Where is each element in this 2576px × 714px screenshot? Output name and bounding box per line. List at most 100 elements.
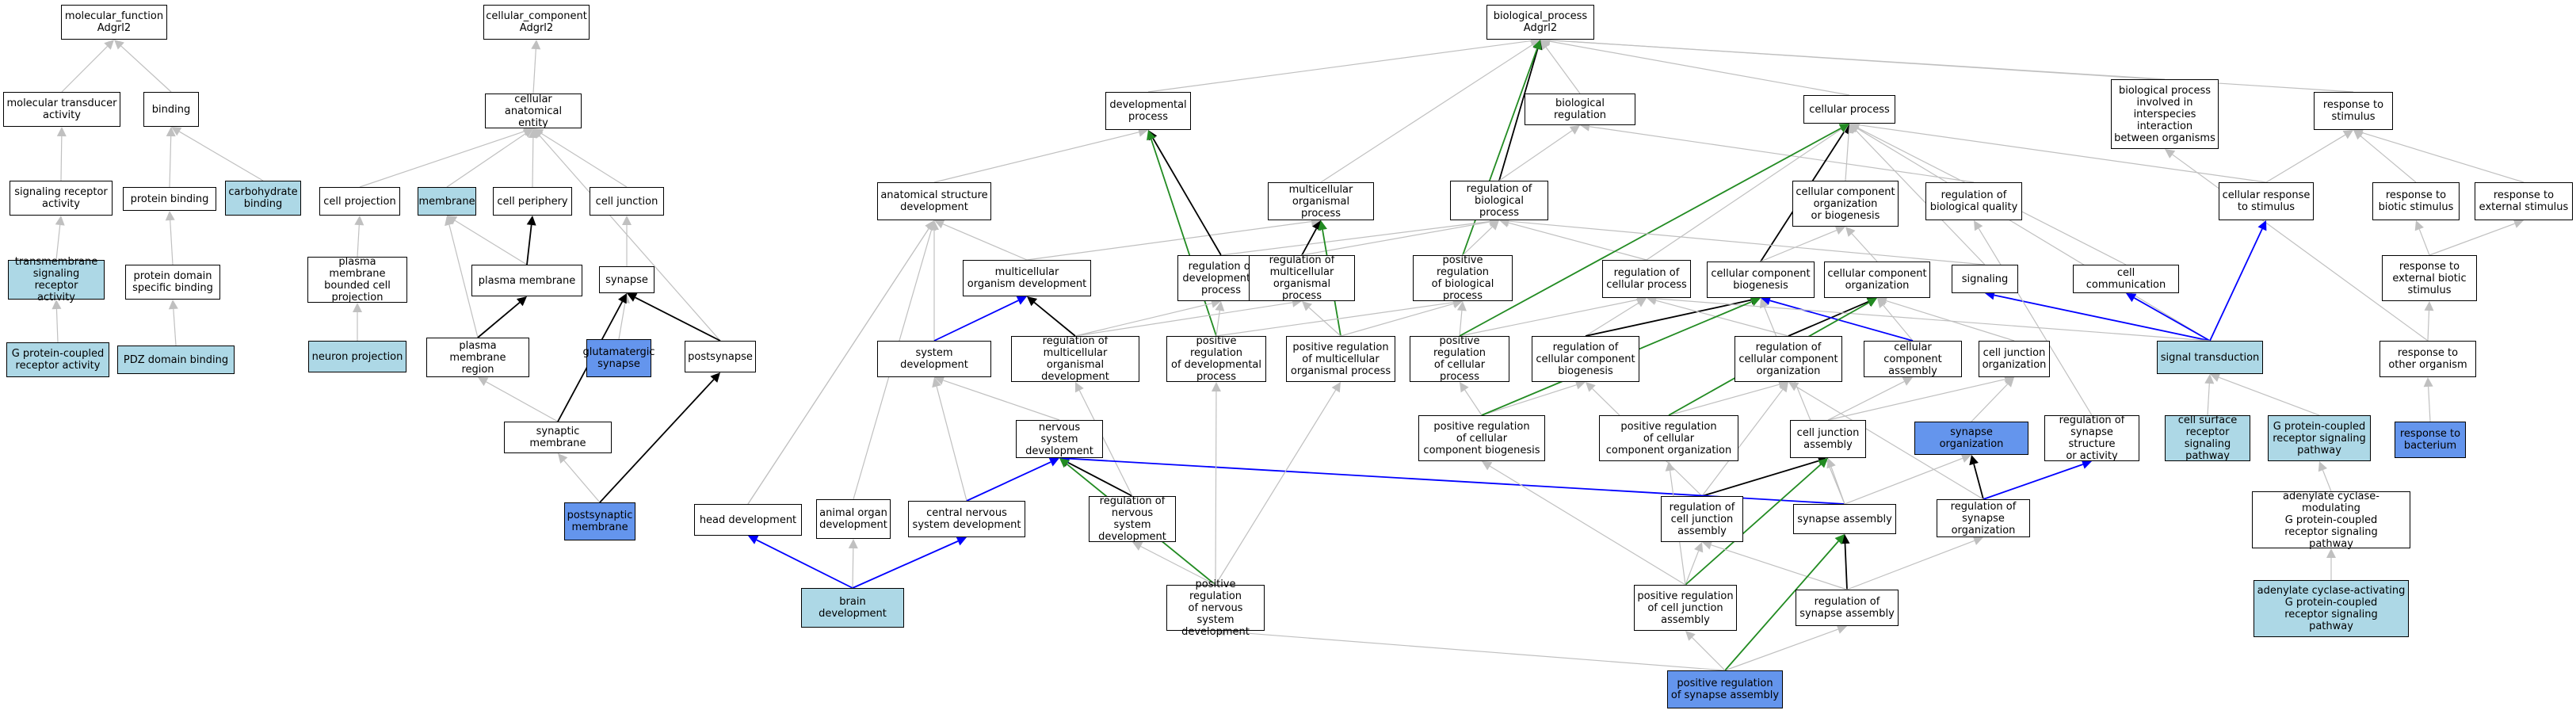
node-pos-reg-multicell-process[interactable]: positive regulation of multicellular org… [1286,336,1395,382]
arrowhead-pos_reg_multicell_process-to-reg_multicell_process [1302,301,1312,311]
node-pm-region[interactable]: plasma membrane region [426,338,529,377]
node-pos-reg-cc-organization[interactable]: positive regulation of cellular componen… [1599,415,1738,461]
node-anat-struct-dev[interactable]: anatomical structure development [877,182,991,220]
node-pm-bounded-proj[interactable]: plasma membrane bounded cell projection [307,256,407,304]
node-reg-synapse-struct[interactable]: regulation of synapse structure or activ… [2044,414,2139,462]
node-binding[interactable]: binding [143,92,199,127]
edge-response_stimulus-to-bp_root [1549,40,2354,93]
node-cellular-process[interactable]: cellular process [1803,95,1895,124]
node-response-stimulus[interactable]: response to stimulus [2314,92,2393,130]
node-reg-cc-organization[interactable]: regulation of cellular component organiz… [1735,336,1842,382]
node-cell-projection[interactable]: cell projection [319,187,400,216]
arrowhead-reg_cc_biogenesis-to-reg_cellular_process [1635,298,1647,307]
node-bio-regulation[interactable]: biological regulation [1525,94,1635,125]
node-multicell-org-dev[interactable]: multicellular organism development [963,260,1091,296]
node-adenylate-act-gpcr[interactable]: adenylate cyclase-activating G protein-c… [2254,580,2409,637]
node-reg-synapse-assembly[interactable]: regulation of synapse assembly [1796,590,1899,626]
edge-cc_assembly-to-cc_biogenesis [1769,300,1914,342]
node-nervous-system-dev[interactable]: nervous system development [1016,420,1103,458]
edge-mol_transducer-to-mf_root [61,46,108,93]
node-cell-periphery[interactable]: cell periphery [493,187,572,216]
node-plasma-membrane[interactable]: plasma membrane [471,265,582,296]
arrowhead-pos_reg_synapse_assembly-to-pos_reg_cell_junction_assembly [1685,631,1696,641]
node-reg-cc-biogenesis[interactable]: regulation of cellular component biogene… [1532,336,1639,382]
node-pos-reg-cell-junction-assembly[interactable]: positive regulation of cell junction ass… [1634,585,1737,631]
node-adenylate-mod-gpcr[interactable]: adenylate cyclase-modulating G protein-c… [2252,491,2410,550]
node-bp-interspecies[interactable]: biological process involved in interspec… [2111,79,2219,149]
node-multicell-org-process[interactable]: multicellular organismal process [1268,182,1374,220]
node-gpcr-activity[interactable]: G protein-coupled receptor activity [6,342,109,377]
node-cell-junction[interactable]: cell junction [590,187,664,216]
node-reg-multicell-process[interactable]: regulation of multicellular organismal p… [1249,254,1355,302]
node-protein-binding[interactable]: protein binding [123,187,216,211]
edge-pm_region-to-plasma_membrane [477,302,521,338]
node-pos-reg-bio-process[interactable]: positive regulation of biological proces… [1413,254,1513,302]
node-reg-synapse-org[interactable]: regulation of synapse organization [1937,499,2030,537]
node-cc-organization[interactable]: cellular component organization [1824,262,1930,298]
node-cell-response-stimulus[interactable]: cellular response to stimulus [2219,182,2314,220]
node-tm-sig-receptor[interactable]: transmembrane signaling receptor activit… [8,256,105,304]
node-reg-cell-junction-assembly[interactable]: regulation of cell junction assembly [1661,496,1743,542]
node-resp-bacterium[interactable]: response to bacterium [2395,422,2466,458]
node-synapse-assembly[interactable]: synapse assembly [1793,504,1896,534]
arrowhead-resp_other_organism-to-bp_interspecies [2165,149,2176,158]
edge-cc_biogenesis-to-cc_org_biogenesis [1760,230,1838,262]
node-reg-cellular-process[interactable]: regulation of cellular process [1602,260,1691,298]
edge-reg_multicell_dev-to-reg_dev_process [1074,303,1212,337]
node-synapse[interactable]: synapse [599,266,654,293]
node-cell-junction-assembly[interactable]: cell junction assembly [1790,420,1866,458]
node-cell-surface-receptor-path[interactable]: cell surface receptor signaling pathway [2165,414,2250,462]
node-carb-binding[interactable]: carbohydrate binding [225,181,301,216]
arrowhead-gpcr_activity-to-tm_sig_receptor [52,300,62,310]
arrowhead-pos_reg_ns_dev-to-pos_reg_dev_process [1211,382,1221,392]
edge-pdz_binding-to-protein_domain_binding [173,308,177,346]
node-pos-reg-ns-dev[interactable]: positive regulation of nervous system de… [1166,578,1265,638]
node-cc-root[interactable]: cellular_component Adgrl2 [483,5,590,40]
node-resp-biotic[interactable]: response to biotic stimulus [2372,182,2460,220]
edge-pos_reg_ns_dev-to-reg_ns_dev [1140,545,1216,586]
arrowhead-cc_biogenesis-to-cc_org_biogenesis [1834,226,1845,235]
node-pos-reg-synapse-assembly[interactable]: positive regulation of synapse assembly [1667,670,1783,708]
node-pos-reg-cc-biogenesis[interactable]: positive regulation of cellular componen… [1418,415,1545,461]
node-signal-transduction[interactable]: signal transduction [2157,341,2263,374]
node-bp-root[interactable]: biological_process Adgrl2 [1486,5,1594,40]
node-resp-other-organism[interactable]: response to other organism [2379,341,2476,377]
node-glut-synapse[interactable]: glutamatergic synapse [582,339,655,377]
arrowhead-pos_reg_multicell_process-to-pos_reg_bio_process [1452,299,1463,309]
node-sig-receptor[interactable]: signaling receptor activity [10,181,113,216]
node-cell-communication[interactable]: cell communication [2073,265,2179,293]
edge-synapse_organization-to-cell_junction_org [1971,384,2009,422]
node-brain-dev[interactable]: brain development [801,588,904,628]
node-postsyn-membrane[interactable]: postsynaptic membrane [564,502,635,540]
node-head-dev[interactable]: head development [694,504,802,536]
node-pos-reg-dev-process[interactable]: positive regulation of developmental pro… [1166,335,1266,383]
node-developmental-process[interactable]: developmental process [1105,92,1191,130]
node-reg-bio-process[interactable]: regulation of biological process [1450,181,1548,220]
node-cc-org-biogenesis[interactable]: cellular component organization or bioge… [1792,181,1899,227]
node-gpcr-pathway[interactable]: G protein-coupled receptor signaling pat… [2268,415,2371,461]
node-animal-organ-dev[interactable]: animal organ development [816,499,891,539]
node-resp-ext-biotic[interactable]: response to external biotic stimulus [2382,255,2477,301]
node-reg-multicell-dev[interactable]: regulation of multicellular organismal d… [1011,335,1139,383]
node-protein-domain-binding[interactable]: protein domain specific binding [125,265,220,300]
node-pos-reg-cellular-process[interactable]: positive regulation of cellular process [1410,335,1509,383]
node-cc-biogenesis[interactable]: cellular component biogenesis [1707,262,1815,298]
node-system-dev[interactable]: system development [877,341,991,377]
node-neuron-projection[interactable]: neuron projection [308,341,406,372]
node-cell-anat-entity[interactable]: cellular anatomical entity [485,94,582,129]
node-pdz-binding[interactable]: PDZ domain binding [117,346,235,374]
node-reg-ns-dev[interactable]: regulation of nervous system development [1089,495,1176,543]
node-mol-transducer[interactable]: molecular transducer activity [3,92,120,127]
node-cns-dev[interactable]: central nervous system development [908,501,1025,537]
node-synaptic-membrane[interactable]: synaptic membrane [504,422,612,453]
node-reg-bio-quality[interactable]: regulation of biological quality [1925,182,2022,220]
node-cc-assembly[interactable]: cellular component assembly [1864,341,1962,377]
node-resp-external[interactable]: response to external stimulus [2475,182,2573,220]
node-membrane[interactable]: membrane [418,187,476,216]
node-postsynapse[interactable]: postsynapse [685,341,756,372]
node-synapse-organization[interactable]: synapse organization [1914,422,2028,455]
node-signaling[interactable]: signaling [1952,265,2018,293]
node-mf-root[interactable]: molecular_function Adgrl2 [61,5,167,40]
node-cell-junction-org[interactable]: cell junction organization [1979,341,2050,377]
arrowhead-pm_region-to-membrane [445,216,454,227]
